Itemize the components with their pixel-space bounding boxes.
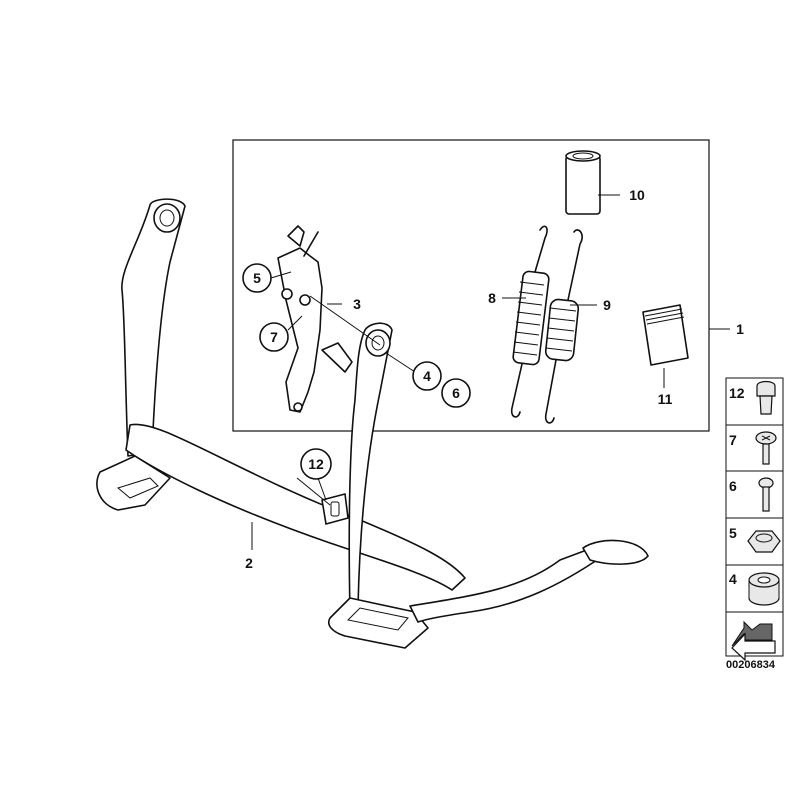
svg-text:1: 1 [736, 321, 744, 337]
svg-text:7: 7 [270, 329, 278, 345]
plug-icon [756, 380, 776, 415]
callout-7: 7 [259, 322, 289, 352]
callout-4: 4 [412, 361, 442, 391]
callout-10: 10 [629, 187, 645, 203]
booklet [642, 304, 689, 366]
bushing-icon [748, 572, 780, 606]
svg-text:11: 11 [658, 391, 673, 407]
callout-8: 8 [488, 290, 496, 306]
svg-text:8: 8 [488, 290, 496, 306]
diagram-number: 00206834 [726, 659, 776, 671]
hardware-legend: 12 7 6 5 4 [725, 377, 784, 671]
spring-9 [544, 229, 583, 424]
callout-11: 11 [658, 391, 673, 407]
leader-lines [251, 194, 665, 550]
sleeve [565, 150, 601, 215]
callout-1: 1 [736, 321, 744, 337]
countersunk-screw-icon [758, 477, 774, 512]
svg-text:2: 2 [245, 555, 253, 571]
kit-box [232, 139, 710, 432]
spring-8 [510, 225, 550, 418]
diagram-arrow-icon [731, 620, 776, 662]
svg-text:6: 6 [452, 385, 460, 401]
callout-3: 3 [353, 296, 361, 312]
callout-5: 5 [242, 263, 272, 293]
svg-text:7: 7 [729, 432, 737, 448]
svg-text:12: 12 [729, 385, 745, 401]
svg-text:4: 4 [423, 368, 431, 384]
svg-text:12: 12 [308, 456, 324, 472]
callout-6: 6 [441, 378, 471, 408]
svg-text:10: 10 [629, 187, 645, 203]
bracket-plate [277, 225, 353, 413]
svg-text:9: 9 [603, 297, 611, 313]
callout-9: 9 [603, 297, 611, 313]
callout-12: 12 [300, 448, 332, 480]
svg-text:6: 6 [729, 478, 737, 494]
oval-head-screw-icon [755, 431, 777, 465]
center-stand [96, 198, 649, 649]
svg-text:3: 3 [353, 296, 361, 312]
self-locking-nut-icon [747, 530, 781, 553]
svg-text:4: 4 [729, 571, 737, 587]
svg-text:5: 5 [729, 525, 737, 541]
svg-text:5: 5 [253, 270, 261, 286]
callout-2: 2 [245, 555, 253, 571]
